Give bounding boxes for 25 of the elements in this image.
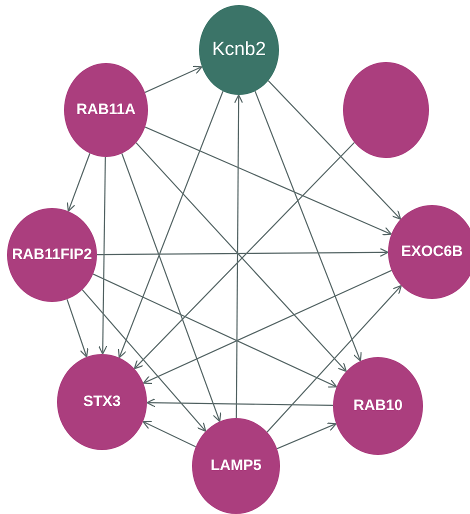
arrow [98, 156, 108, 355]
node-label: STX3 [83, 392, 121, 412]
arrow [121, 153, 222, 422]
arrow [82, 289, 206, 432]
arrow [142, 270, 392, 384]
arrow [66, 299, 88, 358]
arrow [146, 398, 334, 408]
arrow [266, 285, 402, 432]
node-label: EXOC6B [401, 242, 463, 262]
node-label: Kcnb2 [212, 38, 266, 62]
arrow [254, 90, 362, 362]
node-label: LAMP5 [210, 456, 262, 476]
arrow [144, 66, 202, 93]
arrow [276, 422, 337, 450]
arrow [66, 153, 90, 212]
node-label: RAB11A [76, 100, 136, 120]
node-label: RAB10 [353, 396, 403, 416]
arrow [118, 91, 224, 358]
arrow [92, 274, 338, 388]
arrow [97, 248, 389, 257]
arrow [142, 420, 196, 448]
node-label: RAB11FIP2 [12, 244, 92, 265]
arrow [234, 94, 244, 418]
arrow [268, 80, 402, 220]
arrow [144, 126, 392, 236]
